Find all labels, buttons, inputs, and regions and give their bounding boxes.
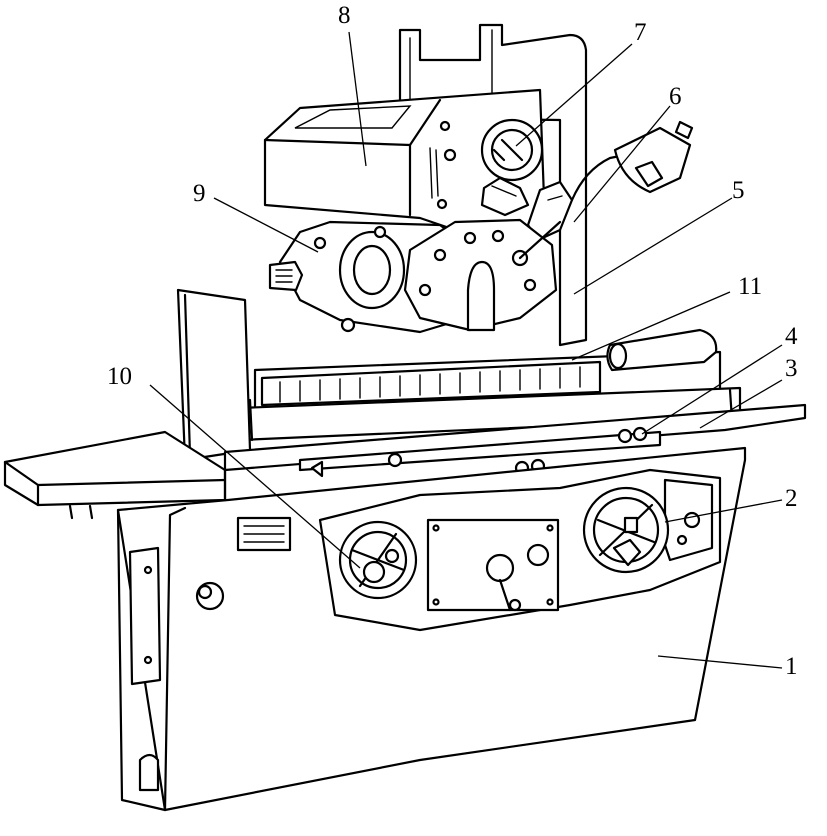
leader-2: [664, 499, 783, 523]
leader-10: [149, 384, 361, 569]
callout-8: 8: [338, 2, 351, 29]
callout-3: 3: [785, 355, 798, 382]
leader-7: [515, 43, 633, 147]
leader-3: [699, 379, 783, 429]
dresser-handwheel: [480, 118, 544, 217]
work-lamp: [526, 120, 694, 242]
leader-8: [348, 31, 367, 167]
callout-6: 6: [669, 83, 682, 110]
callout-2: 2: [785, 485, 798, 512]
callout-9: 9: [193, 180, 206, 207]
bed-top: [223, 403, 807, 502]
left-guard-and-tray: [3, 288, 252, 507]
leader-11: [571, 291, 731, 361]
wheel-guard-housing: [263, 88, 547, 237]
callout-labels: 1 2 3 4 5 6 7 8 9 10 11: [107, 2, 798, 680]
leader-4: [641, 344, 783, 435]
leader-5: [573, 197, 733, 295]
wheel-guard-front: [403, 218, 562, 332]
callout-7: 7: [634, 19, 647, 46]
callout-10: 10: [107, 363, 132, 390]
callout-1: 1: [785, 653, 798, 680]
callout-11: 11: [738, 273, 762, 300]
worktable: [238, 328, 742, 442]
callout-4: 4: [785, 323, 798, 350]
leader-1: [657, 655, 783, 669]
leader-lines: [149, 31, 783, 669]
crossfeed-handwheel: [338, 520, 418, 600]
leader-6: [573, 105, 671, 223]
callout-5: 5: [732, 177, 745, 204]
longitudinal-handwheel: [582, 486, 670, 574]
leader-9: [213, 197, 319, 253]
